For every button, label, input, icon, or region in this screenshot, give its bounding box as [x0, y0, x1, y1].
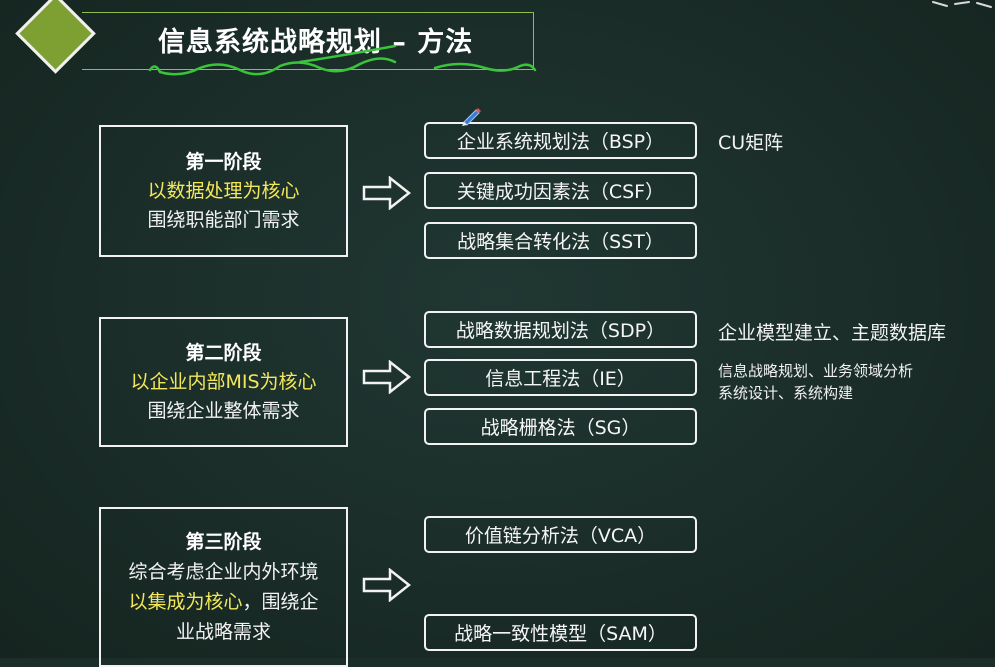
stage-title: 第一阶段 [185, 150, 262, 173]
note-ie-line: 信息战略规划、业务领域分析 [718, 362, 914, 380]
note-ie: 信息战略规划、业务领域分析 系统设计、系统构建 [718, 360, 913, 404]
stage-context: 综合考虑企业内外环境 [128, 561, 319, 583]
stage-focus-cont: 业战略需求 [175, 621, 271, 643]
green-scribble-annotation [148, 44, 537, 76]
stage-box-3: 第三阶段 综合考虑企业内外环境 以集成为核心，围绕企 业战略需求 [99, 507, 348, 667]
hollow-right-arrow-icon [362, 360, 412, 394]
method-box-bsp: 企业系统规划法（BSP） [424, 122, 697, 159]
page-title: 信息系统战略规划 – 方法 [158, 27, 474, 58]
method-box-ie: 信息工程法（IE） [424, 359, 697, 396]
method-box-sst: 战略集合转化法（SST） [424, 222, 697, 259]
hollow-right-arrow-icon [362, 568, 412, 602]
stage-core: 以集成为核心 [128, 591, 243, 613]
note-ie-line: 系统设计、系统构建 [718, 384, 854, 402]
stage-focus: 围绕企业整体需求 [147, 399, 300, 422]
note-bsp: CU矩阵 [718, 132, 784, 154]
stage-title: 第三阶段 [185, 531, 262, 553]
method-box-vca: 价值链分析法（VCA） [424, 516, 697, 553]
note-sdp: 企业模型建立、主题数据库 [718, 322, 947, 344]
title-frame [82, 12, 534, 70]
stage-core-line: 以集成为核心，围绕企 [128, 587, 318, 617]
pen-cursor-icon [462, 108, 481, 126]
stage-focus: ，围绕企 [242, 591, 319, 613]
method-box-sg: 战略栅格法（SG） [424, 408, 697, 445]
method-box-sam: 战略一致性模型（SAM） [424, 614, 697, 651]
hollow-right-arrow-icon [362, 176, 412, 210]
method-box-sdp: 战略数据规划法（SDP） [424, 311, 697, 348]
stage-focus: 围绕职能部门需求 [147, 208, 300, 231]
stage-core: 以数据处理为核心 [147, 179, 300, 202]
stage-box-1: 第一阶段 以数据处理为核心 围绕职能部门需求 [99, 125, 348, 257]
stage-box-2: 第二阶段 以企业内部MIS为核心 围绕企业整体需求 [99, 317, 348, 447]
stage-core: 以企业内部MIS为核心 [130, 370, 317, 393]
stage-title: 第二阶段 [185, 341, 262, 364]
corner-doodle-icon [932, 1, 992, 8]
method-box-csf: 关键成功因素法（CSF） [424, 172, 697, 209]
